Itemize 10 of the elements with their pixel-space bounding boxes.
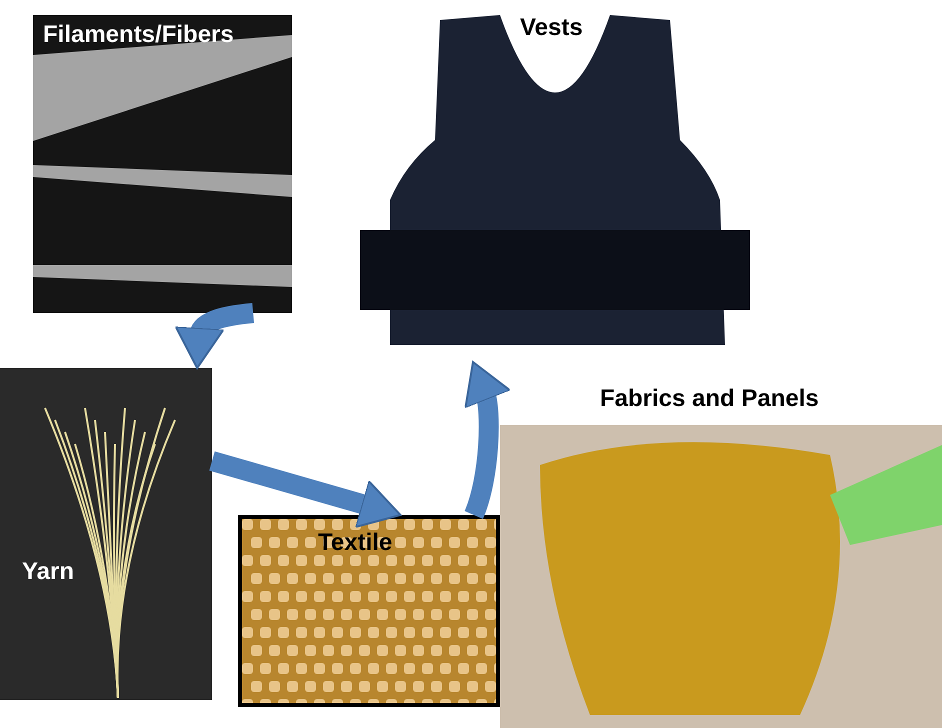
photo-caption: Textile xyxy=(318,529,392,557)
photo-caption: Yarn xyxy=(22,558,74,586)
photo-caption: Vests xyxy=(520,14,583,42)
block-arrow xyxy=(462,360,512,519)
photo-caption: Fabrics and Panels xyxy=(600,385,819,413)
photo-caption: Filaments/Fibers xyxy=(43,21,234,49)
yarn-photo xyxy=(0,368,212,700)
block-arrow xyxy=(209,451,402,528)
fiber-photo xyxy=(33,15,292,313)
block-arrow xyxy=(176,303,254,369)
